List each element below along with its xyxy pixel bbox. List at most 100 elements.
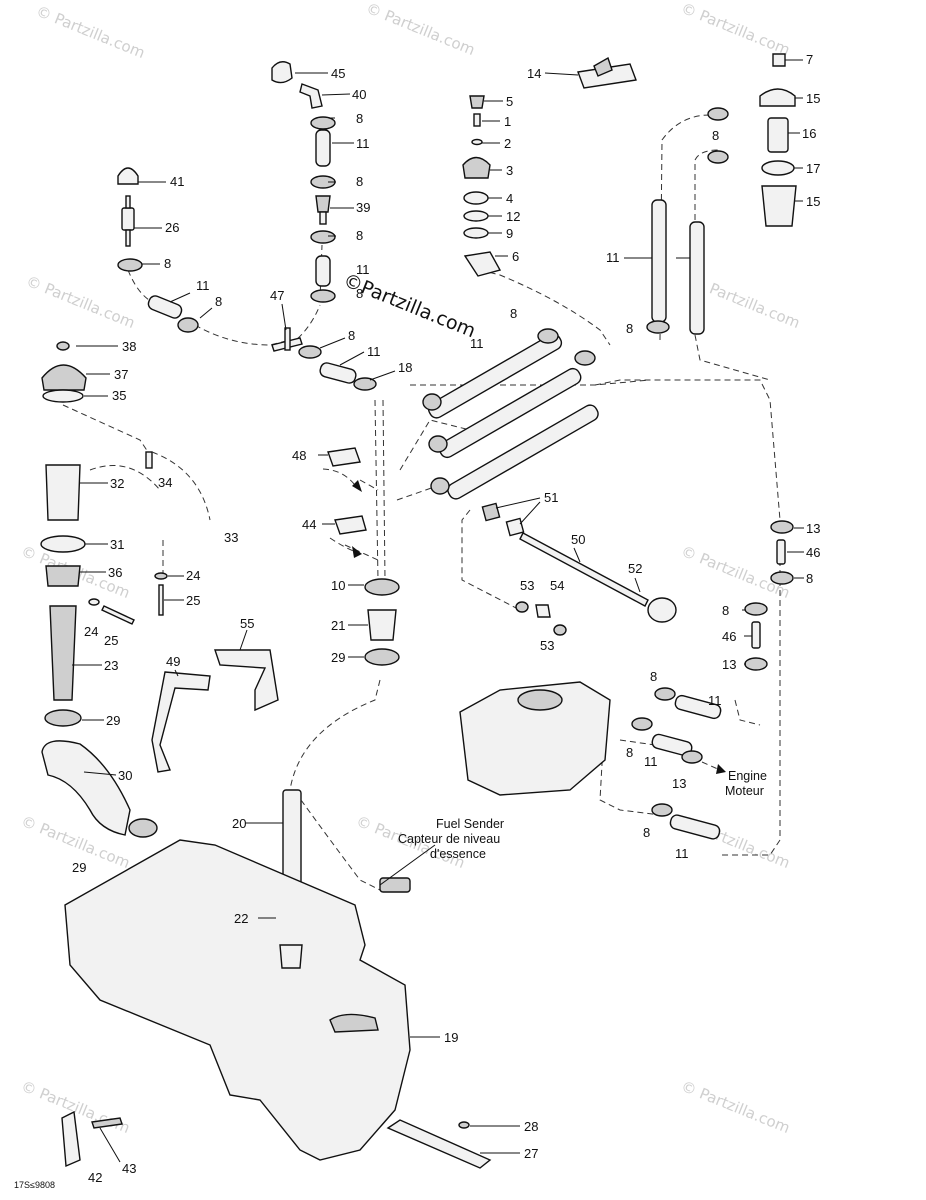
callout-8: 8	[722, 603, 729, 618]
part-26-stem	[125, 229, 131, 247]
part-55	[214, 649, 279, 712]
callout-30: 30	[118, 768, 132, 783]
part-9	[463, 227, 489, 239]
part-24	[88, 598, 100, 606]
clamp-8	[117, 258, 143, 272]
callout-35: 35	[112, 388, 126, 403]
part-46	[776, 539, 786, 565]
part-45	[271, 61, 293, 84]
callout-8: 8	[356, 228, 363, 243]
part-38	[56, 341, 70, 351]
callout-53: 53	[520, 578, 534, 593]
part-15	[759, 88, 796, 107]
clamp-10	[364, 578, 400, 596]
part-53	[553, 624, 567, 636]
part-35	[42, 389, 84, 403]
callout-32: 32	[110, 476, 124, 491]
callout-13: 13	[722, 657, 736, 672]
part-19	[64, 839, 411, 1161]
part-46	[751, 621, 761, 649]
callout-29: 29	[331, 650, 345, 665]
part-40	[299, 83, 323, 109]
callout-11: 11	[708, 693, 722, 708]
callout-42: 42	[88, 1170, 102, 1185]
callout-43: 43	[122, 1161, 136, 1176]
clamp-29	[128, 818, 158, 838]
hose-11	[319, 362, 357, 384]
arrow-line	[322, 468, 358, 489]
callout-41: 41	[170, 174, 184, 189]
part-1	[473, 113, 481, 127]
callout-8: 8	[626, 745, 633, 760]
part-14-clip	[593, 56, 613, 77]
callout-53: 53	[540, 638, 554, 653]
callout-25: 25	[104, 633, 118, 648]
callout-11: 11	[470, 336, 484, 351]
part-49	[151, 671, 211, 773]
callout-31: 31	[110, 537, 124, 552]
callout-39: 39	[356, 200, 370, 215]
arrow-line	[701, 761, 721, 771]
part-21	[367, 609, 397, 641]
arrow-head-icon	[716, 764, 726, 774]
part-2	[471, 138, 483, 146]
arrow-line	[329, 537, 357, 553]
carburetor-throat	[517, 689, 563, 711]
callout-54: 54	[550, 578, 564, 593]
callout-46: 46	[722, 629, 736, 644]
part-25	[101, 605, 135, 625]
callout-11: 11	[644, 754, 658, 769]
engine-label-fr: Moteur	[725, 784, 764, 798]
part-39	[315, 195, 331, 213]
callout-44: 44	[302, 517, 316, 532]
part-5	[469, 95, 485, 109]
clamp-8	[310, 289, 336, 303]
callout-11: 11	[606, 250, 620, 265]
callout-22: 22	[234, 911, 248, 926]
part-51	[481, 502, 501, 522]
part-48	[327, 447, 361, 467]
fuel-sender-leader	[379, 844, 436, 886]
fuel-tank-handle	[329, 1013, 379, 1033]
callout-50: 50	[571, 532, 585, 547]
callout-11: 11	[675, 846, 689, 861]
hose-11	[674, 694, 722, 720]
hose-11	[427, 333, 563, 419]
callout-17: 17	[806, 161, 820, 176]
callout-9: 9	[506, 226, 513, 241]
callout-25: 25	[186, 593, 200, 608]
callout-24: 24	[186, 568, 200, 583]
fuel-sender-connector	[379, 877, 411, 893]
callout-27: 27	[524, 1146, 538, 1161]
fuel-sender-label: Fuel Sender	[436, 817, 504, 831]
part-51	[505, 517, 525, 537]
part-53	[515, 601, 529, 613]
callout-13: 13	[672, 776, 686, 791]
part-47-branch	[284, 327, 291, 351]
callout-18: 18	[398, 360, 412, 375]
clamp-8	[310, 116, 336, 130]
part-42	[61, 1110, 81, 1168]
callout-45: 45	[331, 66, 345, 81]
part-14	[577, 63, 637, 89]
watermark: © Partzilla.com	[679, 1077, 793, 1137]
callout-49: 49	[166, 654, 180, 669]
clamp-8	[422, 393, 442, 411]
clamp-8	[574, 350, 596, 366]
part-30	[41, 740, 131, 836]
clamp-8	[654, 687, 676, 701]
callout-8: 8	[712, 128, 719, 143]
callout-33: 33	[224, 530, 238, 545]
callout-11: 11	[356, 136, 370, 151]
part-34	[145, 451, 153, 469]
callout-8: 8	[806, 571, 813, 586]
part-17	[761, 160, 795, 176]
part-25	[158, 584, 164, 616]
callout-8: 8	[348, 328, 355, 343]
clamp-8	[744, 602, 768, 616]
clamp-13	[744, 657, 768, 671]
clamp-13	[681, 750, 703, 764]
callout-8: 8	[356, 286, 363, 301]
callout-34: 34	[158, 475, 172, 490]
callout-11: 11	[196, 278, 210, 293]
